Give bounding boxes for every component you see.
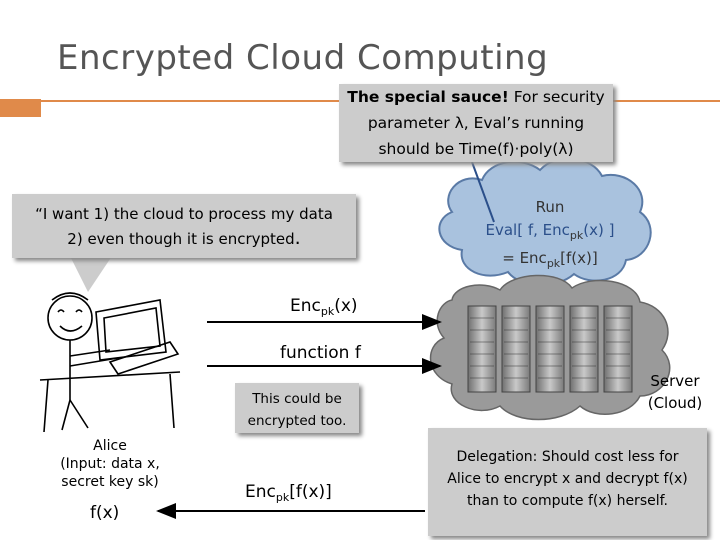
delegation-line3: than to compute f(x) herself [467,493,664,509]
delegation-line2: Alice to encrypt x and decrypt f(x) [447,471,688,487]
sauce-line2: parameter λ, Eval’s running [367,114,585,132]
encrypted-too-note: This could be encrypted too. [235,383,359,433]
server-racks [467,305,633,393]
result-prefix: = Enc [502,249,547,267]
function-f-label: function f [280,343,361,363]
eval-prefix: Eval[ f, Enc [485,221,570,239]
sauce-bold: The special sauce! [347,88,509,106]
server-label: Server (Cloud) [640,370,710,414]
alice-quote-period: . [294,227,301,249]
page-title: Encrypted Cloud Computing [57,38,549,78]
server-cloud [429,274,671,421]
alice-figure [39,292,181,433]
run-line: Run [535,198,565,216]
server-line1: Server [650,372,700,390]
alice-quote-line2: 2) even though it is encrypted [67,230,295,248]
run-eval-text: Run Eval[ f, Encpk(x) ] = Encpk[f(x)] [470,196,630,275]
delegation-note: Delegation: Should cost less for Alice t… [428,428,707,536]
sauce-line3: should be Time(f)·poly(λ) [378,140,574,158]
title-accent-bar [0,99,41,117]
encrypted-line1: This could be [252,391,342,407]
encrypted-line2: encrypted too. [247,413,347,429]
enc-fx-label: Encpk[f(x)] [245,482,332,504]
result-sub: pk [546,257,561,270]
alice-name: Alice [93,438,127,454]
alice-key-line: secret key sk) [61,474,159,490]
alice-speech-bubble: “I want 1) the cloud to process my data … [12,194,356,258]
alice-input-line: (Input: data x, [60,456,160,472]
delegation-line1: Delegation: Should cost less for [456,449,679,465]
eval-sub: pk [569,229,584,242]
sauce-line1: For security [508,88,605,106]
enc-x-label: Encpk(x) [290,296,358,318]
alice-caption: Alice (Input: data x, secret key sk) [45,437,175,491]
alice-fx-output: f(x) [90,503,120,523]
server-line2: (Cloud) [647,394,703,412]
eval-suffix: (x) ] [583,221,615,239]
delegation-period: . [663,493,668,509]
alice-quote-line1: “I want 1) the cloud to process my data [35,205,333,223]
special-sauce-note: The special sauce! For security paramete… [339,84,613,162]
result-suffix: [f(x)] [560,249,598,267]
sauce-pointer [471,161,495,223]
alice-bubble-tail [70,256,112,292]
